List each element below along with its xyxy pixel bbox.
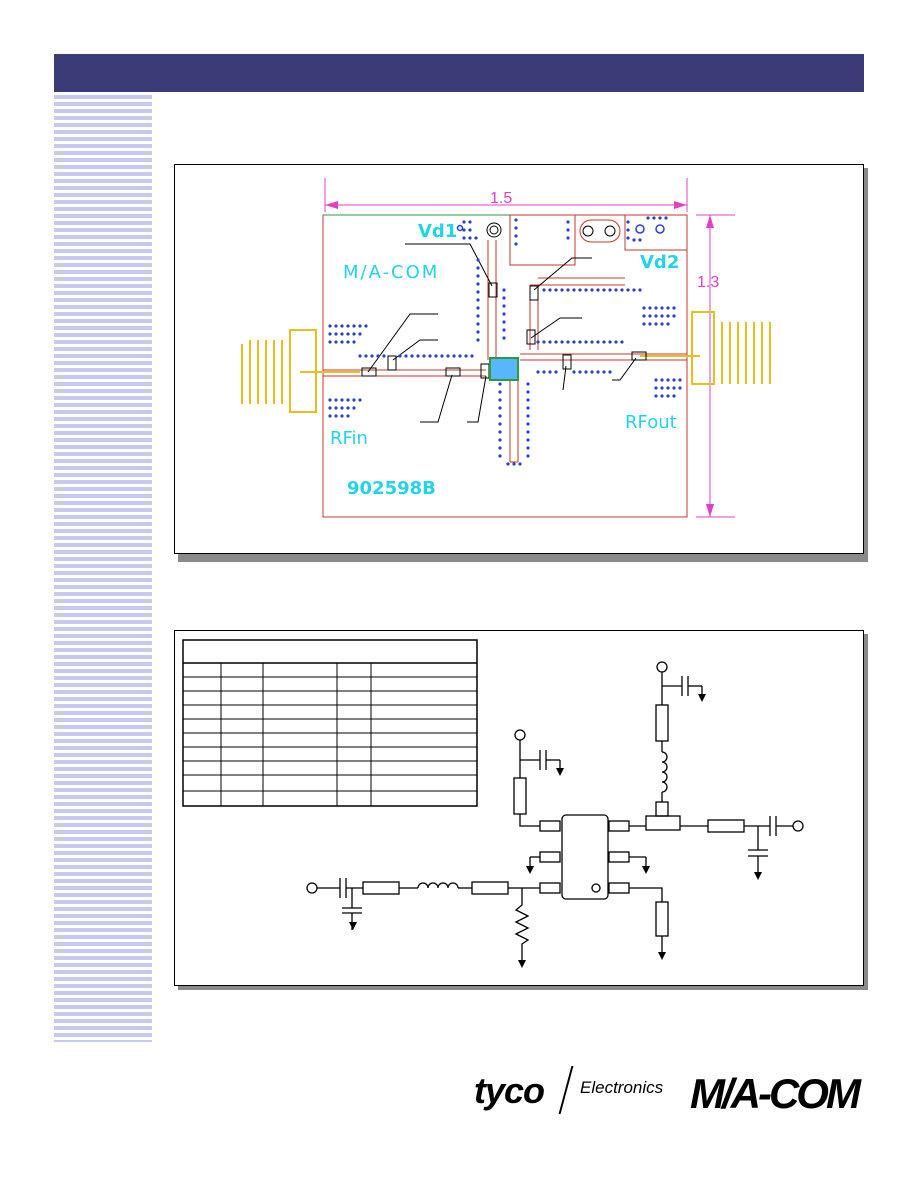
vd1-label: Vd1 — [418, 221, 458, 242]
electronics-logo: Electronics — [580, 1078, 664, 1097]
dim-width-label: 1.5 — [490, 190, 513, 207]
part-number-label: 902598B — [347, 478, 436, 499]
macom-logo: M/A-COM — [690, 1070, 861, 1117]
macom-board-label: M/A-COM — [343, 262, 440, 283]
vd2-label: Vd2 — [640, 252, 680, 273]
schematic-drawing — [182, 639, 804, 968]
tyco-logo: tyco — [474, 1070, 545, 1111]
rfout-label: RFout — [625, 412, 677, 433]
header-bar — [54, 54, 864, 92]
dim-height-label: 1.3 — [697, 274, 720, 291]
rfin-label: RFin — [330, 428, 368, 449]
side-stripes — [54, 92, 152, 1042]
